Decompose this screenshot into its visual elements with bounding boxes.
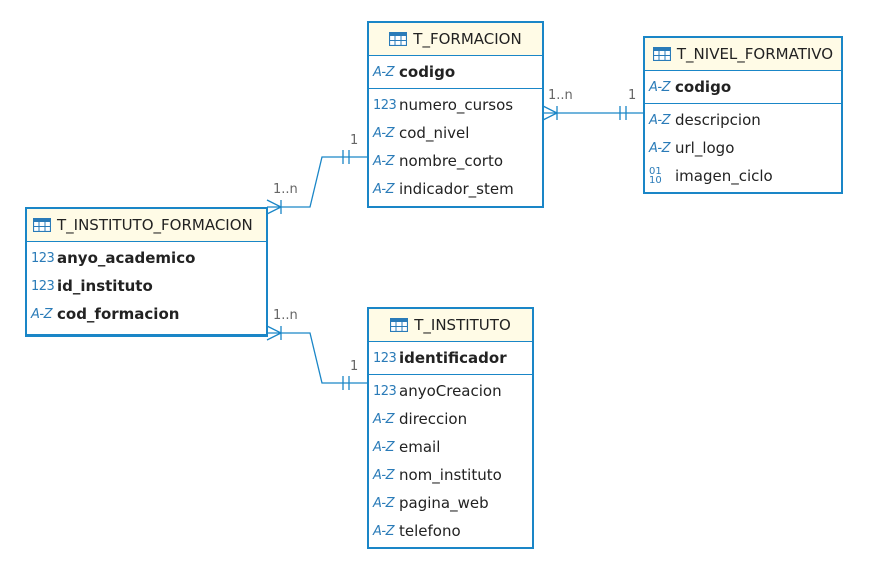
column-email[interactable]: A-Z email <box>373 438 441 456</box>
card-instituto-one: 1 <box>350 359 359 374</box>
column-descripcion[interactable]: A-Z descripcion <box>649 111 761 129</box>
entity-header[interactable]: T_NIVEL_FORMATIVO <box>645 38 841 71</box>
column-pagina-web[interactable]: A-Z pagina_web <box>373 494 489 512</box>
column-codigo[interactable]: A-Z codigo <box>649 78 732 96</box>
table-icon <box>33 218 51 232</box>
column-codigo[interactable]: A-Z codigo <box>373 63 456 81</box>
card-instform-many-bottom: 1..n <box>273 308 298 323</box>
entity-t-instituto-formacion[interactable]: T_INSTITUTO_FORMACION 123 anyo_academico… <box>25 207 268 337</box>
one-mark-instituto <box>342 376 350 390</box>
entity-header[interactable]: T_INSTITUTO_FORMACION <box>27 209 266 242</box>
crowfoot-instform-bottom <box>266 325 283 341</box>
entity-title: T_NIVEL_FORMATIVO <box>676 45 834 63</box>
entity-t-formacion[interactable]: T_FORMACION A-Z codigo 123 numero_cursos… <box>367 21 544 208</box>
table-icon <box>389 32 408 46</box>
entity-t-nivel-formativo[interactable]: T_NIVEL_FORMATIVO A-Z codigo A-Z descrip… <box>643 36 843 194</box>
number-type-icon: 123 <box>373 383 397 399</box>
column-indicador-stem[interactable]: A-Z indicador_stem <box>373 180 514 198</box>
entity-title: T_FORMACION <box>413 30 522 48</box>
crowfoot-formacion <box>542 105 559 121</box>
number-type-icon: 123 <box>373 350 397 366</box>
column-cod-nivel[interactable]: A-Z cod_nivel <box>373 124 470 142</box>
entity-t-instituto[interactable]: T_INSTITUTO 123 identificador 123 anyoCr… <box>367 307 534 549</box>
card-nivel-one: 1 <box>628 88 637 103</box>
string-type-icon: A-Z <box>373 439 395 455</box>
number-type-icon: 123 <box>31 250 55 266</box>
string-type-icon: A-Z <box>373 495 395 511</box>
crowfoot-instform-top <box>266 199 283 215</box>
string-type-icon: A-Z <box>373 467 395 483</box>
column-cod-formacion[interactable]: A-Z cod_formacion <box>31 305 180 323</box>
card-formacion-one: 1 <box>350 133 359 148</box>
table-icon <box>652 47 671 61</box>
card-formacion-many: 1..n <box>548 88 573 103</box>
column-id-instituto[interactable]: 123 id_instituto <box>31 277 153 295</box>
rel-instform-instituto <box>267 332 369 384</box>
column-anyo-academico[interactable]: 123 anyo_academico <box>31 249 196 267</box>
string-type-icon: A-Z <box>373 411 395 427</box>
entity-title: T_INSTITUTO <box>414 316 511 334</box>
binary-type-icon: 01 10 <box>649 166 662 186</box>
string-type-icon: A-Z <box>649 79 671 95</box>
column-telefono[interactable]: A-Z telefono <box>373 522 461 540</box>
column-imagen-ciclo[interactable]: 01 10 imagen_ciclo <box>649 166 773 186</box>
string-type-icon: A-Z <box>373 523 395 539</box>
entity-title: T_INSTITUTO_FORMACION <box>57 216 253 234</box>
string-type-icon: A-Z <box>373 64 395 80</box>
string-type-icon: A-Z <box>649 112 671 128</box>
column-nombre-corto[interactable]: A-Z nombre_corto <box>373 152 504 170</box>
string-type-icon: A-Z <box>31 306 53 322</box>
entity-header[interactable]: T_FORMACION <box>369 23 542 56</box>
number-type-icon: 123 <box>31 278 55 294</box>
one-mark-formacion <box>342 150 350 164</box>
string-type-icon: A-Z <box>373 153 395 169</box>
column-nom-instituto[interactable]: A-Z nom_instituto <box>373 466 502 484</box>
entity-header[interactable]: T_INSTITUTO <box>369 309 532 342</box>
table-icon <box>390 318 409 332</box>
column-anyo-creacion[interactable]: 123 anyoCreacion <box>373 382 502 400</box>
card-instform-many-top: 1..n <box>273 182 298 197</box>
column-direccion[interactable]: A-Z direccion <box>373 410 468 428</box>
string-type-icon: A-Z <box>373 125 395 141</box>
string-type-icon: A-Z <box>373 181 395 197</box>
column-identificador[interactable]: 123 identificador <box>373 349 507 367</box>
one-mark-nivel <box>619 106 627 120</box>
column-url-logo[interactable]: A-Z url_logo <box>649 139 735 157</box>
number-type-icon: 123 <box>373 97 397 113</box>
column-numero-cursos[interactable]: 123 numero_cursos <box>373 96 514 114</box>
string-type-icon: A-Z <box>649 140 671 156</box>
